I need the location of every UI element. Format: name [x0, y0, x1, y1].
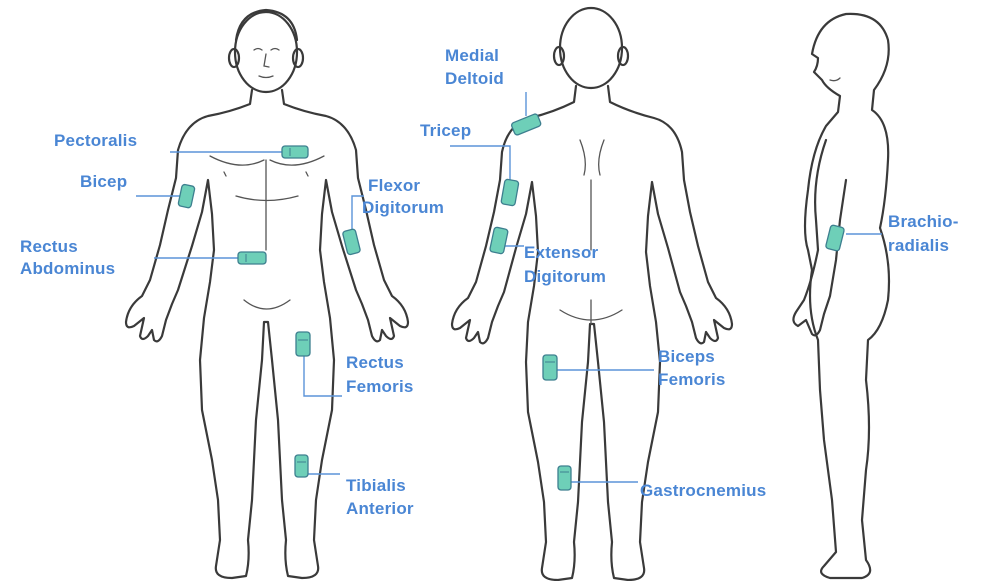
label-tricep: Tricep: [420, 121, 471, 141]
sensor-medial-deltoid: [511, 113, 542, 136]
label-tibialis-anterior-line2: Anterior: [346, 499, 414, 519]
sensor-biceps-femoris: [543, 355, 557, 380]
label-brachioradialis-line2: radialis: [888, 236, 949, 256]
leader-lines: [136, 92, 882, 482]
label-bicep: Bicep: [80, 172, 127, 192]
label-pectoralis: Pectoralis: [54, 131, 137, 151]
sensor-gastrocnemius: [558, 466, 571, 490]
label-medial-deltoid-line1: Medial: [445, 46, 499, 66]
sensor-rectus-abdominus: [238, 252, 266, 264]
label-rectus-abdominus-line2: Abdominus: [20, 259, 115, 279]
sensor-bicep: [178, 184, 195, 208]
label-rectus-femoris-line2: Femoris: [346, 377, 414, 397]
sensor-tibialis-anterior: [295, 455, 308, 477]
sensor-tricep: [501, 179, 519, 206]
sensor-brachioradialis: [825, 225, 844, 252]
label-biceps-femoris-line1: Biceps: [658, 347, 715, 367]
label-flexor-digitorum-line2: Digitorum: [362, 198, 444, 218]
label-biceps-femoris-line2: Femoris: [658, 370, 726, 390]
label-gastrocnemius: Gastrocnemius: [640, 481, 766, 501]
label-brachioradialis-line1: Brachio-: [888, 212, 959, 232]
label-extensor-digitorum-line2: Digitorum: [524, 267, 606, 287]
sensor-pectoralis: [282, 146, 308, 158]
label-medial-deltoid-line2: Deltoid: [445, 69, 504, 89]
sensor-extensor-digitorum: [489, 227, 508, 254]
label-rectus-femoris-line1: Rectus: [346, 353, 404, 373]
sensor-rectus-femoris: [296, 332, 310, 356]
label-tibialis-anterior-line1: Tibialis: [346, 476, 406, 496]
label-flexor-digitorum-line1: Flexor: [368, 176, 420, 196]
label-extensor-digitorum-line1: Extensor: [524, 243, 598, 263]
label-rectus-abdominus-line1: Rectus: [20, 237, 78, 257]
sensor-flexor-digitorum: [342, 229, 360, 255]
side-figure: [793, 14, 889, 578]
